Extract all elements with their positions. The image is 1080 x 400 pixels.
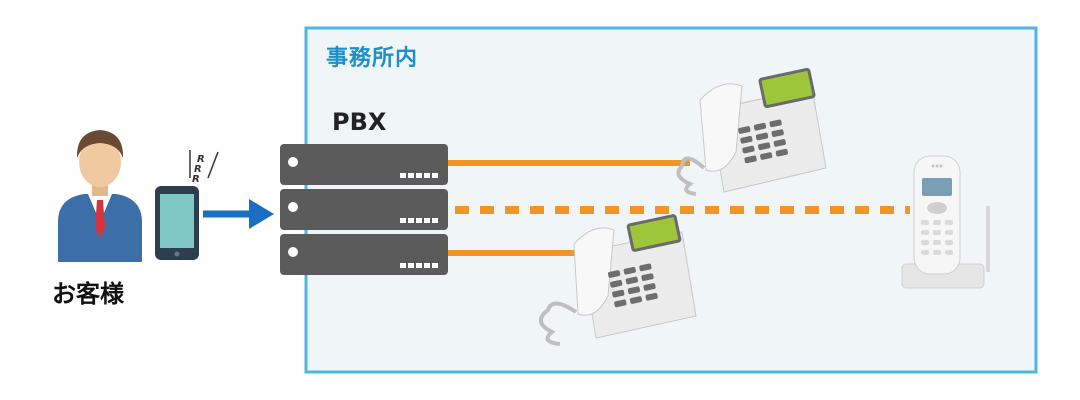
pbx-led-2: [288, 202, 298, 212]
pbx-port-indicators: [400, 173, 438, 268]
pbx-unit-3: [280, 234, 448, 275]
ring-letter-3: R: [192, 174, 200, 185]
desk-phone-icon: [676, 67, 827, 196]
arrow-right-icon: [203, 199, 274, 229]
pbx-unit-2: [280, 189, 448, 230]
pbx-server-icon: [280, 144, 448, 275]
person-icon: [58, 130, 142, 262]
customer-label: お客様: [52, 280, 124, 308]
office-label: 事務所内: [326, 46, 419, 71]
cordless-phone-icon: [901, 155, 990, 289]
pbx-led-3: [288, 247, 298, 257]
ring-letter-2: R: [194, 164, 202, 175]
pbx-unit-1: [280, 144, 448, 185]
pbx-label: PBX: [332, 108, 387, 136]
desk-phone-icon: [539, 214, 697, 346]
pbx-led-1: [288, 157, 298, 167]
ringing-indicator: R R R: [189, 150, 219, 185]
ring-letter-1: R: [197, 154, 205, 165]
smartphone-icon: [155, 186, 199, 260]
